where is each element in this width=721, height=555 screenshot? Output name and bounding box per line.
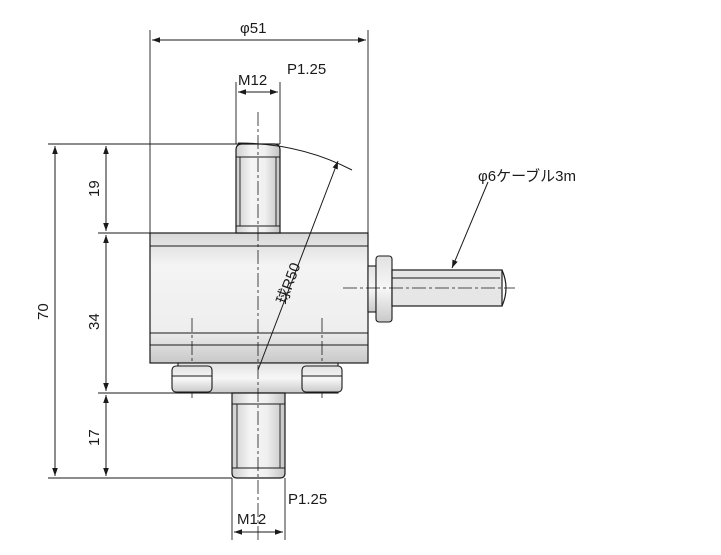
top-thread-dimension: M12 P1.25 — [235, 61, 326, 144]
base-plate — [171, 362, 343, 394]
height-dimensions: 70 19 34 17 — [35, 143, 280, 479]
cable-callout: φ6ケーブル3m — [451, 167, 576, 269]
upper-height-label: 19 — [86, 180, 103, 197]
bottom-thread-dimension: M12 P1.25 — [231, 478, 327, 540]
bottom-pitch-label: P1.25 — [288, 491, 327, 508]
lower-height-label: 17 — [86, 429, 103, 446]
sensor-body — [149, 232, 369, 398]
top-thread-label: M12 — [238, 72, 267, 89]
bottom-thread-label: M12 — [237, 511, 266, 528]
top-width-dimension: φ51 — [149, 20, 369, 233]
top-width-label: φ51 — [240, 20, 266, 37]
top-pitch-label: P1.25 — [287, 61, 326, 78]
middle-height-label: 34 — [86, 313, 103, 330]
overall-height-label: 70 — [35, 303, 52, 320]
cable-label: φ6ケーブル3m — [478, 167, 576, 185]
cable-assembly — [343, 255, 515, 323]
lower-bolt — [231, 392, 286, 479]
